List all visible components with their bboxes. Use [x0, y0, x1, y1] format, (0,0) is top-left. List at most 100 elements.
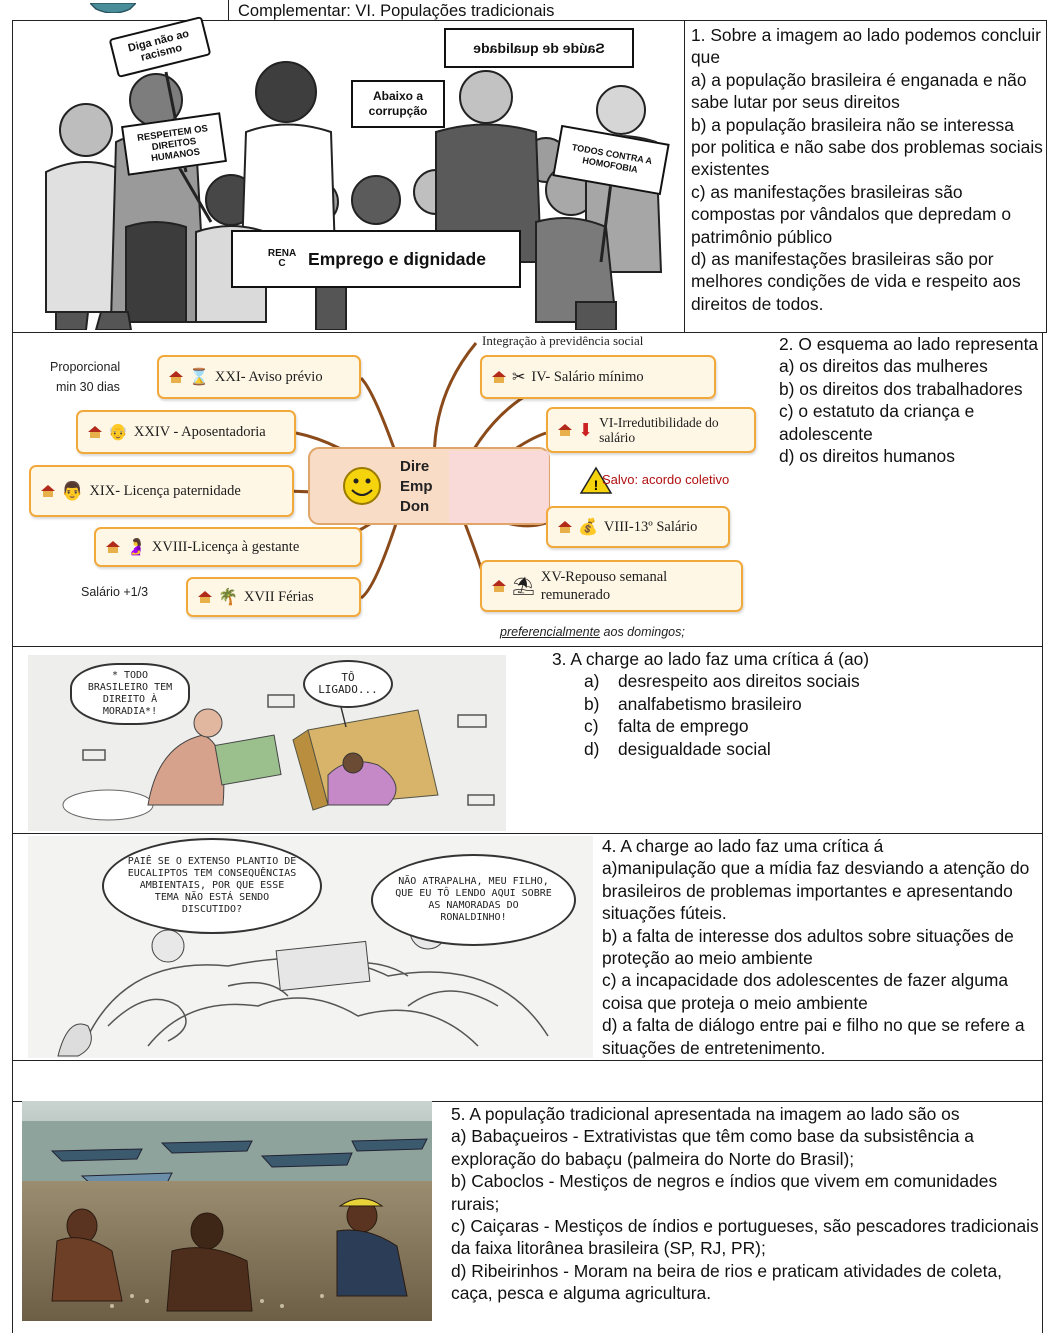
note-domingos-underlined: preferencialmente — [500, 625, 601, 639]
house-icon — [88, 426, 102, 438]
option-text: falta de emprego — [618, 716, 749, 737]
house-icon — [198, 591, 212, 603]
option-label: c) — [584, 716, 599, 737]
money-bag-icon: 💰 — [578, 519, 598, 536]
node-label: VIII-13º Salário — [603, 518, 698, 535]
node-label: XXIV - Aposentadoria — [133, 423, 266, 440]
option-label: b) — [584, 693, 600, 714]
elder-icon: 👴 — [108, 424, 128, 441]
mindmap-branches: ! — [285, 342, 613, 600]
node-label: IV- Salário mínimo — [531, 368, 644, 385]
header-logo — [88, 0, 138, 14]
q1-protest-illustration: Diga não ao racismo Saúde de qualidade A… — [16, 15, 681, 331]
option-text: desigualdade social — [618, 738, 771, 759]
question-1-stem: 1. Sobre a imagem ao lado podemos conclu… — [691, 25, 1041, 68]
sign-quality-health: Saúde de qualidade — [444, 28, 634, 68]
question-3-option-c: c) falta de emprego — [584, 715, 1032, 737]
question-2-option-b: b) os direitos dos trabalhadores — [779, 378, 1023, 399]
q2-mindmap: ! Dire Emp Don Integração à previdência … — [16, 333, 756, 645]
question-1-option-d: d) as manifestações brasileiras são por … — [691, 249, 1021, 314]
palm-tree-icon: 🌴 — [218, 589, 238, 606]
option-text: desrespeito aos direitos sociais — [618, 671, 860, 692]
question-4-option-c: c) a incapacidade dos adolescentes de fa… — [602, 970, 1009, 1013]
banner-text: Emprego e dignidade — [308, 248, 486, 269]
father-icon: 👨 — [61, 480, 84, 501]
option-label: a) — [584, 671, 600, 692]
sign-corruption: Abaixo a corrupção — [351, 80, 445, 128]
mindmap-top-label: Integração à previdência social — [482, 333, 644, 348]
question-4-option-d: d) a falta de diálogo entre pai e filho … — [602, 1015, 1025, 1058]
shield-icon — [88, 2, 138, 14]
mindmap-center-label: Dire Emp Don — [400, 457, 433, 517]
house-icon — [492, 580, 506, 592]
question-4: 4. A charge ao lado faz uma crítica á a)… — [602, 835, 1038, 1059]
note-proporcional: Proporcional — [50, 360, 121, 374]
house-icon — [169, 371, 183, 383]
node-label: XXI- Aviso prévio — [214, 368, 323, 385]
question-5-stem: 5. A população tradicional apresentada n… — [451, 1104, 960, 1124]
note-domingos-rest: aos domingos; — [600, 625, 685, 639]
question-3: 3. A charge ao lado faz uma crítica á (a… — [552, 648, 1032, 760]
question-5-option-c: c) Caiçaras - Mestiços de índios e portu… — [451, 1216, 1039, 1259]
note-domingos: preferencialmente aos domingos; — [500, 625, 685, 639]
option-label: d) — [584, 738, 600, 759]
question-1-option-a: a) a população brasileira é enganada e n… — [691, 69, 1027, 113]
note-acordo-coletivo: Salvo: acordo coletivo — [602, 472, 730, 487]
center-line-3: Don — [400, 498, 430, 515]
option-text: analfabetismo brasileiro — [618, 693, 802, 714]
q3-cartoon: * TODO BRASILEIRO TEM DIREITO À MORADIA*… — [28, 655, 506, 831]
node-licenca-paternidade: 👨 XIX- Licença paternidade — [29, 465, 294, 517]
q5-fishermen-photo — [22, 1101, 432, 1321]
down-arrow-icon: ⬇ — [578, 419, 594, 440]
question-5: 5. A população tradicional apresentada n… — [451, 1103, 1039, 1305]
question-2-option-d: d) os direitos humanos — [779, 446, 955, 467]
svg-text:!: ! — [594, 477, 599, 493]
question-2: 2. O esquema ao lado representa a) os di… — [779, 333, 1039, 467]
node-label: XVII Férias — [243, 588, 314, 605]
question-1: 1. Sobre a imagem ao lado podemos conclu… — [691, 24, 1043, 315]
hourglass-icon: ⌛ — [189, 369, 209, 386]
scissors-icon: ✂ — [512, 369, 526, 386]
question-4-option-a: a)manipulação que a mídia faz desviando … — [602, 858, 1030, 924]
house-icon — [41, 485, 55, 497]
banner-prefix: RENA C — [267, 248, 297, 269]
speech-bubble-father: NÃO ATRAPALHA, MEU FILHO, QUE EU TÔ LEND… — [371, 854, 576, 946]
question-2-stem: 2. O esquema ao lado representa — [779, 334, 1039, 354]
question-3-stem: 3. A charge ao lado faz uma crítica á (a… — [552, 649, 870, 669]
question-3-options: a) desrespeito aos direitos sociais b) a… — [552, 670, 1032, 760]
question-5-option-a: a) Babaçueiros - Extrativistas que têm c… — [451, 1126, 974, 1169]
question-3-option-d: d) desigualdade social — [584, 738, 1032, 760]
question-5-option-b: b) Caboclos - Mestiços de negros e índio… — [451, 1171, 998, 1214]
question-3-option-b: b) analfabetismo brasileiro — [584, 693, 1032, 715]
speech-bubble-left: * TODO BRASILEIRO TEM DIREITO À MORADIA*… — [70, 663, 190, 725]
node-aviso-previo: ⌛ XXI- Aviso prévio — [157, 355, 361, 399]
question-4-stem: 4. A charge ao lado faz uma crítica á — [602, 836, 884, 856]
fishermen-beach-photo — [22, 1101, 432, 1321]
question-4-option-b: b) a falta de interesse dos adultos sobr… — [602, 925, 1014, 969]
center-line-2: Emp — [400, 478, 433, 495]
node-label: VI-Irredutibilidade do salário — [599, 415, 719, 445]
node-label: XVIII-Licença à gestante — [151, 538, 300, 555]
node-ferias: 🌴 XVII Férias — [186, 577, 361, 617]
node-licenca-gestante: 🤰 XVIII-Licença à gestante — [94, 527, 362, 567]
house-icon — [558, 521, 572, 533]
house-icon — [106, 541, 120, 553]
protest-banner: RENA C Emprego e dignidade — [231, 230, 521, 288]
speech-bubble-son: PAIÊ SE O EXTENSO PLANTIO DE EUCALIPTOS … — [102, 838, 322, 934]
center-line-1: Dire — [400, 458, 430, 475]
speech-bubble-right: TÔ LIGADO... — [303, 660, 393, 708]
page-title: Complementar: VI. Populações tradicionai… — [238, 2, 555, 20]
node-irredutibilidade: ⬇ VI-Irredutibilidade do salário — [546, 407, 756, 453]
note-min30: min 30 dias — [56, 380, 120, 394]
node-label: XV-Repouso semanal remunerado — [540, 569, 668, 603]
note-salario-terco: Salário +1/3 — [81, 585, 149, 599]
question-1-option-c: c) as manifestações brasileiras são comp… — [691, 181, 1011, 247]
house-icon — [558, 424, 572, 436]
house-icon — [492, 371, 506, 383]
q4-cartoon: PAIÊ SE O EXTENSO PLANTIO DE EUCALIPTOS … — [28, 836, 593, 1058]
question-2-option-a: a) os direitos das mulheres — [779, 356, 988, 377]
node-aposentadoria: 👴 XXIV - Aposentadoria — [76, 410, 296, 454]
node-13-salario: 💰 VIII-13º Salário — [546, 506, 730, 548]
question-3-option-a: a) desrespeito aos direitos sociais — [584, 670, 1032, 692]
question-1-option-b: b) a população brasileira não se interes… — [691, 114, 1043, 180]
